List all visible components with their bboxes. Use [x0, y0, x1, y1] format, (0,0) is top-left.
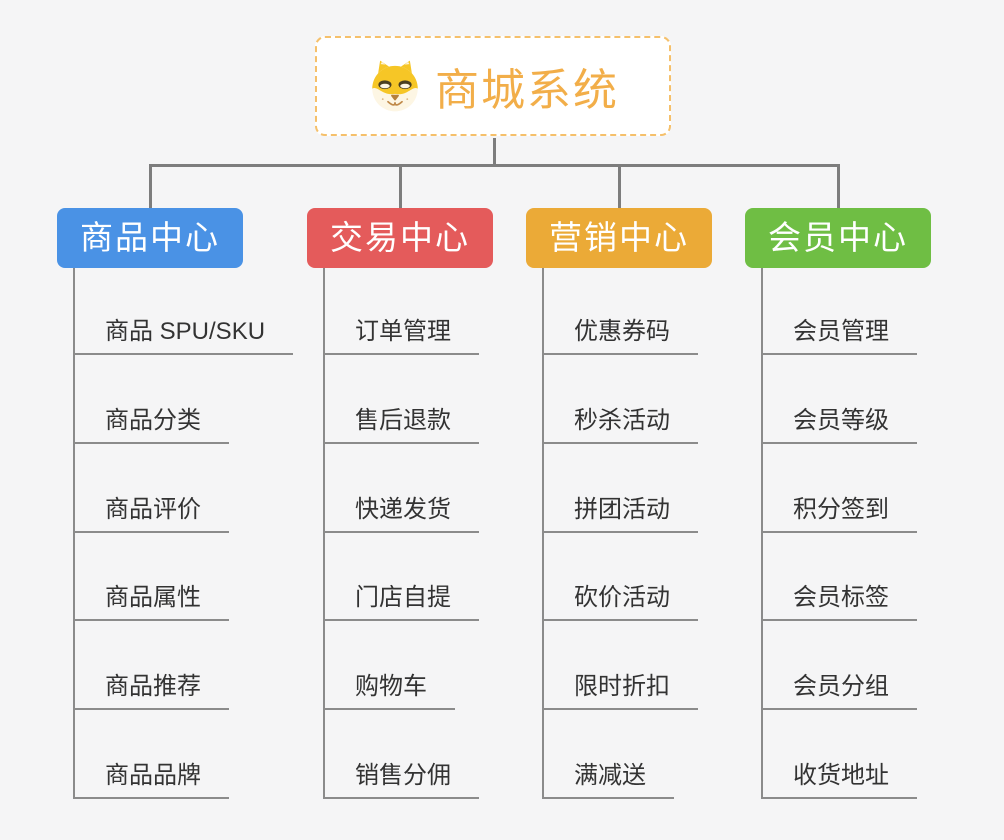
- leaf-node[interactable]: 砍价活动: [542, 583, 698, 621]
- branch-header-member-center[interactable]: 会员中心: [745, 208, 931, 268]
- leaf-node[interactable]: 商品分类: [73, 406, 229, 444]
- branch-drop-connector: [837, 164, 840, 209]
- root-title: 商城系统: [435, 66, 619, 115]
- leaf-node[interactable]: 会员等级: [761, 406, 917, 444]
- leaf-node[interactable]: 秒杀活动: [542, 406, 698, 444]
- leaf-node[interactable]: 购物车: [323, 672, 455, 710]
- dog-face-icon: [367, 58, 423, 114]
- leaf-node[interactable]: 售后退款: [323, 406, 479, 444]
- branch-vertical-connector: [542, 268, 544, 799]
- branch-drop-connector: [618, 164, 621, 209]
- branch-vertical-connector: [761, 268, 763, 799]
- leaf-node[interactable]: 商品品牌: [73, 761, 229, 799]
- leaf-node[interactable]: 订单管理: [323, 317, 479, 355]
- leaf-node[interactable]: 商品评价: [73, 495, 229, 533]
- leaf-node[interactable]: 满减送: [542, 761, 674, 799]
- leaf-node[interactable]: 收货地址: [761, 761, 917, 799]
- leaf-node[interactable]: 优惠券码: [542, 317, 698, 355]
- branch-drop-connector: [399, 164, 402, 209]
- branch-header-product-center[interactable]: 商品中心: [57, 208, 243, 268]
- leaf-node[interactable]: 商品推荐: [73, 672, 229, 710]
- branch-horizontal-connector: [149, 164, 840, 167]
- leaf-node[interactable]: 会员标签: [761, 583, 917, 621]
- leaf-node[interactable]: 快递发货: [323, 495, 479, 533]
- branch-vertical-connector: [73, 268, 75, 799]
- branch-marketing-center: 营销中心 优惠券码 秒杀活动 拼团活动 砍价活动 限时折扣 满减送: [526, 208, 776, 828]
- leaf-node[interactable]: 拼团活动: [542, 495, 698, 533]
- leaf-node[interactable]: 销售分佣: [323, 761, 479, 799]
- root-stem-connector: [493, 138, 496, 166]
- leaf-node[interactable]: 门店自提: [323, 583, 479, 621]
- leaf-node[interactable]: 积分签到: [761, 495, 917, 533]
- leaf-node[interactable]: 会员分组: [761, 672, 917, 710]
- branch-header-marketing-center[interactable]: 营销中心: [526, 208, 712, 268]
- leaf-node[interactable]: 会员管理: [761, 317, 917, 355]
- leaf-node[interactable]: 商品 SPU/SKU: [73, 317, 294, 355]
- leaf-node[interactable]: 限时折扣: [542, 672, 698, 710]
- branch-drop-connector: [149, 164, 152, 209]
- branch-vertical-connector: [323, 268, 325, 799]
- branch-header-trade-center[interactable]: 交易中心: [307, 208, 493, 268]
- root-node[interactable]: 商城系统: [315, 36, 671, 136]
- branch-trade-center: 交易中心 订单管理 售后退款 快递发货 门店自提 购物车 销售分佣: [307, 208, 557, 828]
- leaf-node[interactable]: 商品属性: [73, 583, 229, 621]
- branch-member-center: 会员中心 会员管理 会员等级 积分签到 会员标签 会员分组 收货地址: [745, 208, 995, 828]
- branch-product-center: 商品中心 商品 SPU/SKU 商品分类 商品评价 商品属性 商品推荐 商品品牌: [57, 208, 307, 828]
